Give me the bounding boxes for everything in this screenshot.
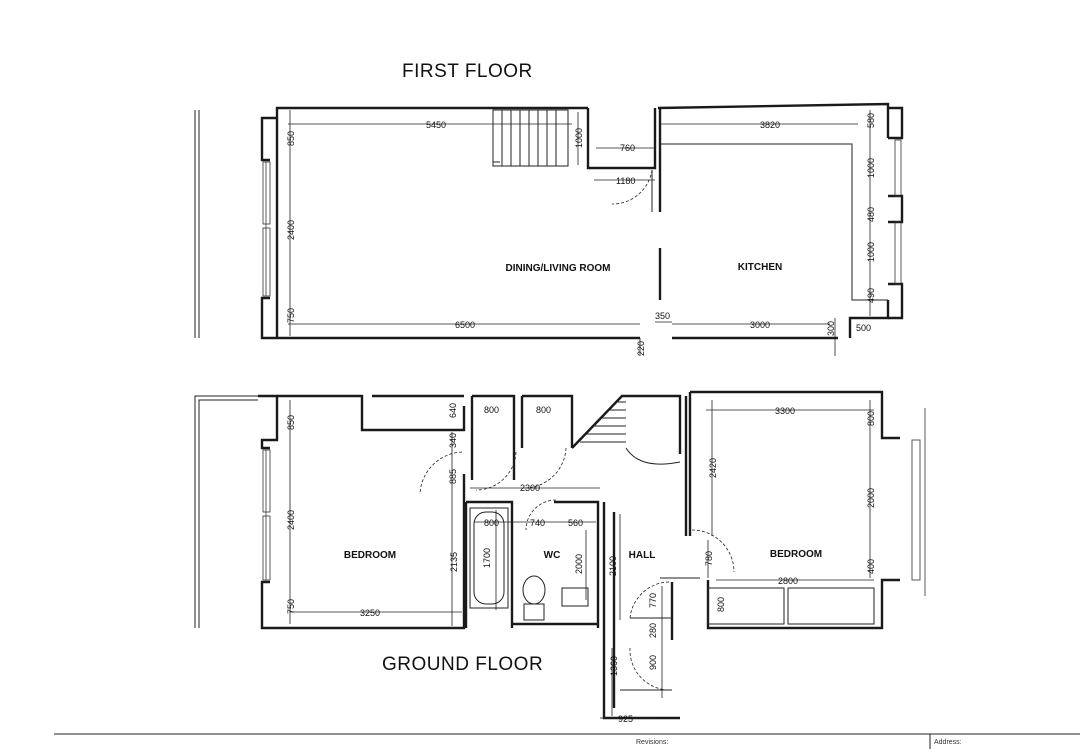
dim-label: 560 <box>568 518 583 528</box>
room-label-wc: WC <box>544 550 561 561</box>
dim-label: 925 <box>618 714 633 724</box>
dim-label: 1700 <box>482 548 492 568</box>
dim-label: 750 <box>286 308 296 323</box>
toilet <box>522 575 546 621</box>
dim-label: 900 <box>648 655 658 670</box>
title-block-strip: Revisions: Address: <box>54 733 1080 749</box>
dim-label: 850 <box>286 415 296 430</box>
dim-label: 740 <box>530 518 545 528</box>
revisions-label: Revisions: <box>636 739 668 746</box>
dim-label: 2000 <box>574 554 584 574</box>
dim-label: 1000 <box>866 158 876 178</box>
ground-floor-title: GROUND FLOOR <box>382 654 543 675</box>
dim-label: 2100 <box>608 556 618 576</box>
dim-label: 220 <box>636 341 646 356</box>
dim-label: 350 <box>655 311 670 321</box>
dim-label: 6500 <box>455 320 475 330</box>
dim-label: 2400 <box>286 510 296 530</box>
address-label: Address: <box>934 739 962 746</box>
dim-label: 2300 <box>520 483 540 493</box>
dim-label: 1360 <box>609 656 619 676</box>
wash-basin <box>561 587 589 607</box>
room-label-bedroom-right: BEDROOM <box>770 549 822 560</box>
dim-label: 800 <box>484 518 499 528</box>
room-label-dining-living: DINING/LIVING ROOM <box>506 263 611 274</box>
bathtub <box>469 507 509 609</box>
dim-label: 3820 <box>760 120 780 130</box>
dim-label: 800 <box>716 597 726 612</box>
dim-label: 3000 <box>750 320 770 330</box>
dim-label: 1000 <box>866 242 876 262</box>
dim-label: 2420 <box>708 458 718 478</box>
first-floor-title: FIRST FLOOR <box>402 61 533 82</box>
ground-floor-wardrobes <box>707 587 875 625</box>
dim-label: 3300 <box>775 406 795 416</box>
dim-label: 2400 <box>286 220 296 240</box>
first-floor-right-windows <box>894 139 902 285</box>
dim-label: 850 <box>286 131 296 146</box>
ground-floor-dimension-lines <box>289 400 874 719</box>
first-floor-door-swing <box>611 169 653 205</box>
dim-label: 800 <box>866 411 876 426</box>
dim-label: 340 <box>448 433 458 448</box>
first-floor: FIRST FLOOR <box>194 61 904 356</box>
first-floor-dimension-lines <box>288 110 871 356</box>
dim-label: 800 <box>484 405 499 415</box>
room-label-kitchen: KITCHEN <box>738 262 782 273</box>
dim-label: 500 <box>856 323 871 333</box>
ground-floor-doors <box>419 447 735 691</box>
dim-label: 750 <box>286 599 296 614</box>
dim-label: 770 <box>648 593 658 608</box>
dim-label: 1180 <box>616 176 635 186</box>
dim-label: 780 <box>704 551 714 566</box>
ground-floor: GROUND FLOOR <box>194 390 926 724</box>
dim-label: 1000 <box>574 128 584 148</box>
dim-label: 3250 <box>360 608 380 618</box>
dim-label: 800 <box>536 405 551 415</box>
dim-label: 280 <box>648 623 658 638</box>
dim-label: 480 <box>866 207 876 222</box>
dim-label: 640 <box>448 403 458 418</box>
ground-floor-staircase <box>580 401 681 465</box>
dim-label: 885 <box>448 469 458 484</box>
first-floor-left-windows <box>262 161 271 297</box>
ground-floor-dimension-labels: 850 2400 750 3250 2135 640 340 885 800 8… <box>286 403 876 724</box>
dim-label: 760 <box>620 143 635 153</box>
dim-label: 400 <box>866 559 876 574</box>
dim-label: 490 <box>866 288 876 303</box>
first-floor-staircase <box>492 109 569 167</box>
dim-label: 5450 <box>426 120 446 130</box>
neighbour-wall-line <box>198 399 258 628</box>
dim-label: 580 <box>866 113 876 128</box>
dim-label: 2800 <box>778 576 798 586</box>
room-label-bedroom-left: BEDROOM <box>344 550 396 561</box>
first-floor-dimension-labels: 5450 760 1180 3820 6500 350 3000 500 850… <box>286 113 876 356</box>
dim-label: 2135 <box>449 552 459 572</box>
dim-label: 300 <box>826 321 836 336</box>
neighbour-wall-line <box>194 395 258 628</box>
dim-label: 2000 <box>866 488 876 508</box>
ground-floor-windows <box>262 408 926 596</box>
room-label-hall: HALL <box>629 550 656 561</box>
